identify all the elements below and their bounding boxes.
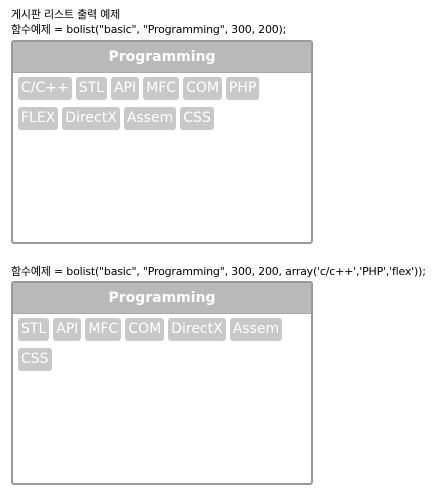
category-tag[interactable]: COM (125, 318, 165, 341)
category-tag[interactable]: CSS (18, 348, 52, 371)
category-tag[interactable]: API (110, 77, 140, 100)
category-tag[interactable]: COM (183, 77, 222, 100)
category-tag[interactable]: Assem (229, 318, 283, 341)
board-title: Programming (13, 42, 311, 73)
category-tag[interactable]: STL (18, 318, 50, 341)
category-tag[interactable]: FLEX (18, 107, 59, 130)
category-tag[interactable]: DirectX (62, 107, 120, 130)
category-tag[interactable]: API (53, 318, 82, 341)
category-tag[interactable]: C/C++ (18, 77, 72, 100)
example2-code: 함수예제 = bolist("basic", "Programming", 30… (11, 265, 426, 278)
example1-heading: 게시판 리스트 출력 예제 (11, 8, 121, 21)
board-title: Programming (13, 283, 311, 314)
category-tag[interactable]: CSS (180, 107, 214, 130)
category-tag[interactable]: MFC (85, 318, 122, 341)
category-tag[interactable]: MFC (143, 77, 180, 100)
example1-code: 함수예제 = bolist("basic", "Programming", 30… (11, 23, 287, 36)
category-tag[interactable]: DirectX (168, 318, 226, 341)
category-tag[interactable]: Assem (123, 107, 177, 130)
category-tag[interactable]: PHP (225, 77, 260, 100)
category-tag[interactable]: STL (75, 77, 107, 100)
